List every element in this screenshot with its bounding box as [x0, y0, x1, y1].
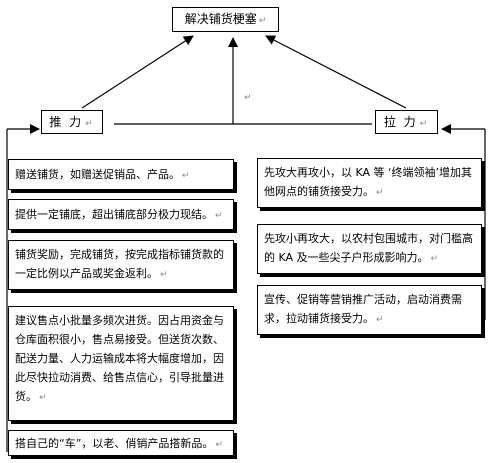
push-item-2: 提供一定铺底，超出铺底部分极力现结。↵ [8, 199, 234, 230]
pull-item-1: 先攻大再攻小，以 KA 等 ‘终端领袖’增加其他网点的铺货接受力。↵ [257, 158, 482, 208]
pull-item-2: 先攻小再攻大，以农村包围城市，对门槛高的 KA 及一些尖子户形成影响力。↵ [257, 224, 482, 274]
pull-label: 拉 力 [383, 115, 418, 129]
paragraph-mark: ↵ [258, 16, 267, 26]
push-item-3: 铺货奖励，完成铺货，按完成指标铺货款的一定比例以产品或奖金返利。↵ [8, 240, 234, 290]
push-arrow [81, 35, 194, 109]
title-text: 解决铺货梗塞 [184, 12, 257, 26]
title-box: 解决铺货梗塞↵ [172, 7, 279, 32]
push-item-5: 搭自己的“车”，以老、俏销产品搭新品。↵ [8, 430, 234, 456]
push-item-4: 建议售点小批量多频次进货。因占用资金与仓库面积很小，售点易接受。但送货次数、配送… [8, 306, 234, 421]
push-label-box: 推 力↵ [41, 110, 103, 134]
pull-item-3: 宣传、促销等营销推广活动，启动消费需求，拉动铺货接受力。↵ [257, 285, 482, 335]
pull-label-box: 拉 力↵ [375, 110, 438, 134]
svg-text:↵: ↵ [244, 93, 252, 103]
pull-arrow [265, 35, 407, 109]
push-label: 推 力 [49, 115, 84, 129]
push-item-1: 赠送铺货，如赠送促销品、产品。↵ [8, 159, 234, 190]
